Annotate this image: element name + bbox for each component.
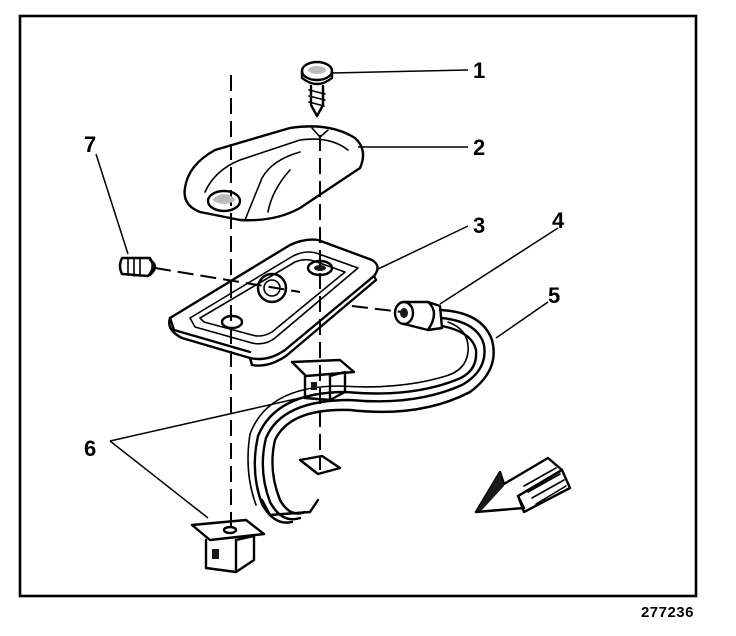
callout-3: 3 (473, 213, 485, 238)
diagram-frame (18, 14, 698, 598)
screw-part (300, 60, 334, 118)
callout-5: 5 (548, 283, 560, 308)
callout-7: 7 (84, 132, 96, 157)
retaining-clip-upper (290, 358, 356, 476)
assembly-axis-lines (154, 75, 403, 535)
socket-part (393, 300, 444, 332)
callout-4: 4 (552, 208, 565, 233)
lamp-lens-part (183, 125, 365, 222)
figure-number: 277236 (640, 604, 694, 621)
callout-6: 6 (84, 436, 96, 461)
bulb-part (118, 256, 157, 278)
wire-harness-part (247, 308, 495, 524)
callout-1: 1 (473, 58, 485, 83)
front-direction-arrow-icon (474, 456, 572, 514)
callout-2: 2 (473, 135, 485, 160)
retaining-clip-lower (190, 518, 266, 574)
lamp-housing-part (168, 238, 379, 367)
callout-leader-lines (95, 69, 559, 519)
